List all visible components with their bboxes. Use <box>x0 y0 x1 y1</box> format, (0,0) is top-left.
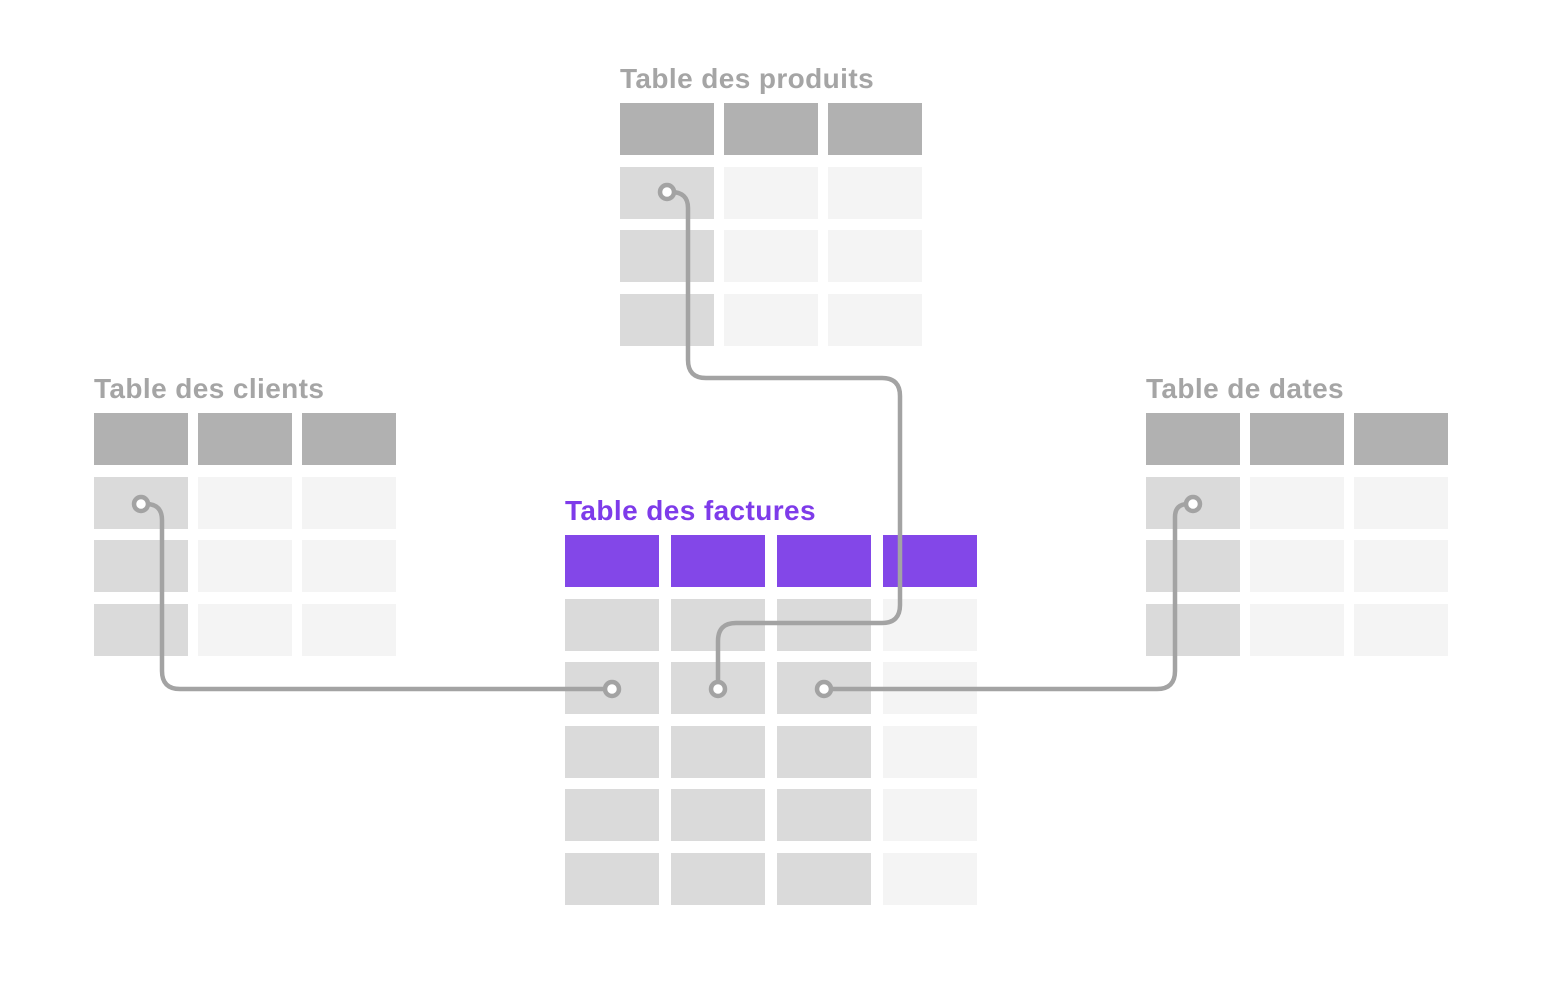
produits-cell <box>828 166 922 219</box>
factures-cell <box>565 662 659 714</box>
produits-cell <box>620 230 714 282</box>
factures-cell <box>883 852 977 905</box>
factures-cell <box>671 662 765 714</box>
produits-header-cell <box>620 103 714 155</box>
dates-cell <box>1146 476 1240 529</box>
factures-cell <box>883 725 977 778</box>
clients-header-cell <box>302 413 396 465</box>
table-produits-title: Table des produits <box>620 63 875 94</box>
factures-cell <box>671 852 765 905</box>
factures-cell <box>565 598 659 651</box>
table-dates-grid <box>1146 413 1448 656</box>
produits-cell <box>828 230 922 282</box>
factures-cell <box>565 852 659 905</box>
table-factures-title: Table des factures <box>565 495 816 526</box>
table-produits-grid <box>620 103 922 346</box>
clients-header-cell <box>198 413 292 465</box>
clients-cell <box>198 540 292 592</box>
factures-cell <box>777 662 871 714</box>
clients-header-cell <box>94 413 188 465</box>
produits-cell <box>724 166 818 219</box>
dates-cell <box>1354 540 1448 592</box>
clients-cell <box>94 540 188 592</box>
produits-header-cell <box>828 103 922 155</box>
factures-header-cell <box>565 535 659 587</box>
clients-cell <box>302 476 396 529</box>
factures-cell <box>883 598 977 651</box>
produits-cell <box>724 293 818 346</box>
dates-header-cell <box>1250 413 1344 465</box>
clients-cell <box>302 540 396 592</box>
table-factures-grid <box>565 535 977 905</box>
dates-cell <box>1250 603 1344 656</box>
factures-header-cell <box>883 535 977 587</box>
produits-header-cell <box>724 103 818 155</box>
factures-cell <box>777 789 871 841</box>
clients-cell <box>198 476 292 529</box>
dates-cell <box>1354 603 1448 656</box>
produits-cell <box>828 293 922 346</box>
factures-cell <box>565 725 659 778</box>
produits-cell <box>620 293 714 346</box>
factures-cell <box>671 598 765 651</box>
table-clients-title: Table des clients <box>94 373 325 404</box>
factures-header-cell <box>671 535 765 587</box>
dates-header-cell <box>1354 413 1448 465</box>
dates-cell <box>1250 476 1344 529</box>
dates-cell <box>1146 540 1240 592</box>
produits-cell <box>724 230 818 282</box>
factures-header-cell <box>777 535 871 587</box>
clients-cell <box>198 603 292 656</box>
produits-cell <box>620 166 714 219</box>
factures-cell <box>565 789 659 841</box>
clients-cell <box>302 603 396 656</box>
factures-cell <box>777 725 871 778</box>
factures-cell <box>883 662 977 714</box>
factures-cell <box>777 852 871 905</box>
factures-cell <box>671 789 765 841</box>
dates-cell <box>1250 540 1344 592</box>
table-dates-title: Table de dates <box>1146 373 1345 404</box>
clients-cell <box>94 603 188 656</box>
table-clients-grid <box>94 413 396 656</box>
factures-cell <box>671 725 765 778</box>
dates-cell <box>1146 603 1240 656</box>
dates-header-cell <box>1146 413 1240 465</box>
factures-cell <box>883 789 977 841</box>
clients-cell <box>94 476 188 529</box>
dates-cell <box>1354 476 1448 529</box>
factures-cell <box>777 598 871 651</box>
